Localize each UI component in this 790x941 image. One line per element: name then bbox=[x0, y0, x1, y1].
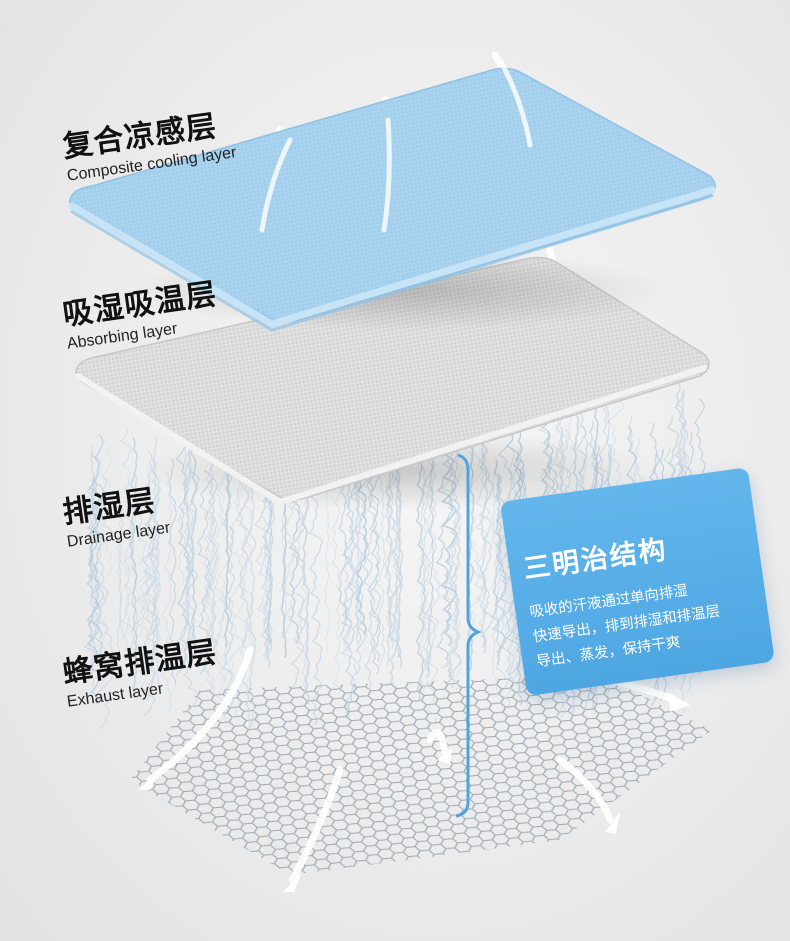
fiber-strand bbox=[87, 479, 105, 661]
fiber-strand bbox=[203, 499, 216, 693]
fiber-strand bbox=[98, 440, 113, 694]
arrow-heads bbox=[138, 692, 690, 892]
fiber-strand bbox=[88, 446, 96, 687]
fiber-strand bbox=[277, 482, 297, 639]
callout-title: 三明治结构 bbox=[521, 534, 670, 586]
fiber-strand bbox=[93, 433, 105, 639]
fiber-strand bbox=[152, 480, 160, 685]
callout-body: 吸收的汗液通过单向排湿 快速导出，排到排湿和排温层 导出、蒸发，保持干爽 bbox=[528, 569, 768, 676]
fiber-strand bbox=[116, 488, 122, 657]
fiber-strand bbox=[117, 506, 125, 639]
fiber-strand bbox=[362, 473, 376, 691]
fiber-strand bbox=[144, 484, 156, 702]
fiber-strand bbox=[221, 463, 235, 717]
fiber-strand bbox=[238, 464, 251, 730]
honeycomb-mesh bbox=[130, 675, 712, 875]
cooling-layer-pad bbox=[68, 67, 716, 332]
fiber-strand bbox=[168, 458, 177, 687]
fiber-strand bbox=[119, 429, 137, 658]
fiber-strand bbox=[131, 492, 148, 637]
fiber-strand bbox=[260, 491, 270, 661]
fiber-strand bbox=[142, 450, 154, 656]
fiber-strand bbox=[95, 476, 114, 730]
sandwich-structure-callout: 三明治结构 吸收的汗液通过单向排湿 快速导出，排到排湿和排温层 导出、蒸发，保持… bbox=[500, 467, 775, 697]
fiber-strand bbox=[128, 436, 138, 690]
fiber-strand bbox=[182, 471, 200, 713]
fiber-strand bbox=[121, 504, 133, 661]
fiber-strand bbox=[161, 471, 172, 713]
sandwich-bracket bbox=[455, 453, 483, 818]
airflow-highlights bbox=[259, 57, 533, 233]
